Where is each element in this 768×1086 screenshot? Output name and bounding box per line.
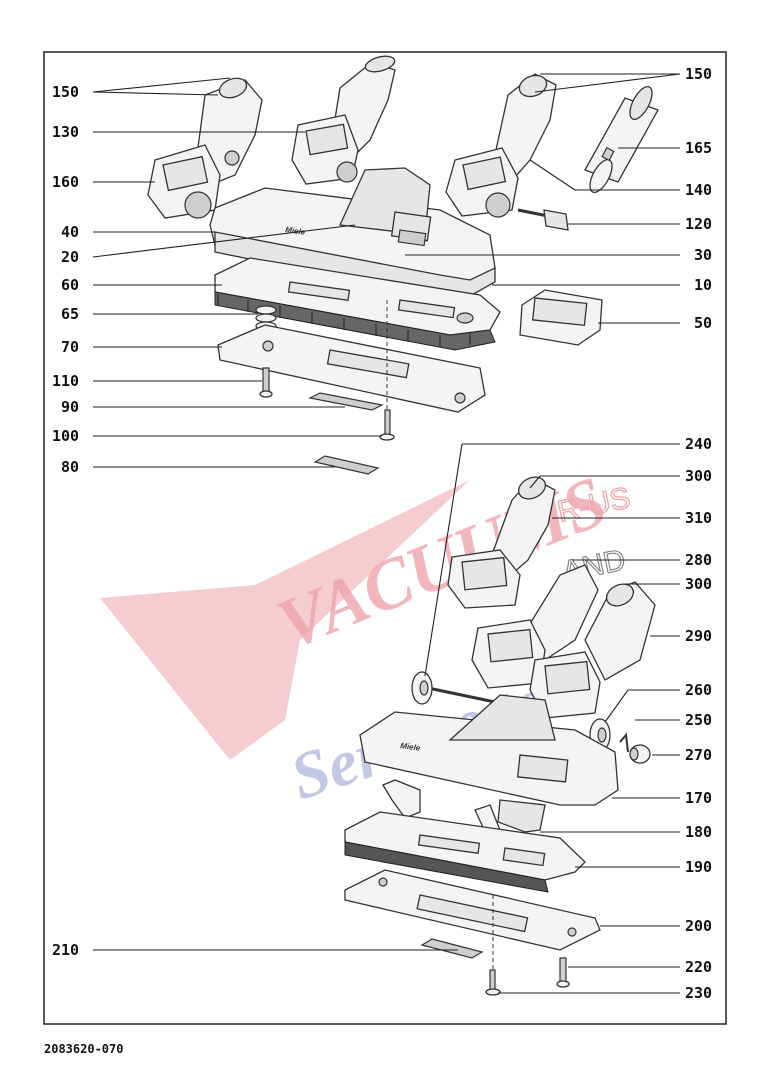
label-120: 120 <box>685 215 712 233</box>
part-110-screw <box>259 367 273 398</box>
part-290-neck-joint-lower <box>529 581 656 719</box>
label-270: 270 <box>685 746 712 764</box>
label-50: 50 <box>694 314 712 332</box>
part-170-housing: Miele <box>359 694 619 806</box>
label-300-lower: 300 <box>685 575 712 593</box>
label-10: 10 <box>694 276 712 294</box>
part-250-clip <box>619 732 629 753</box>
part-280-neck-joint-middle <box>471 564 599 689</box>
label-180: 180 <box>685 823 712 841</box>
label-90: 90 <box>61 398 79 416</box>
label-30: 30 <box>694 246 712 264</box>
part-100-screw <box>379 409 395 441</box>
label-20: 20 <box>61 248 79 266</box>
label-65: 65 <box>61 305 79 323</box>
label-210: 210 <box>52 941 79 959</box>
part-240-axle <box>411 671 496 705</box>
part-190-sole-plate <box>344 811 586 893</box>
part-70-lower-plate <box>217 324 486 413</box>
label-230: 230 <box>685 984 712 1002</box>
label-240: 240 <box>685 435 712 453</box>
part-140-neck-joint-right <box>445 73 557 218</box>
part-labels: 150 130 160 40 20 60 65 70 110 90 100 80… <box>52 65 712 1002</box>
label-40: 40 <box>61 223 79 241</box>
part-90-strip <box>308 392 384 411</box>
label-130: 130 <box>52 123 79 141</box>
label-290: 290 <box>685 627 712 645</box>
diagram-frame <box>43 51 727 1025</box>
label-190: 190 <box>685 858 712 876</box>
part-50-bracket <box>519 289 603 346</box>
watermark-red-swoosh <box>100 480 470 760</box>
label-165: 165 <box>685 139 712 157</box>
svg-text:Miele: Miele <box>400 741 422 753</box>
part-40-upper-housing: Miele <box>209 167 496 299</box>
label-310: 310 <box>685 509 712 527</box>
label-150-left: 150 <box>52 83 79 101</box>
label-110: 110 <box>52 372 79 390</box>
label-300-upper: 300 <box>685 467 712 485</box>
part-310-neck-joint-upper <box>447 476 556 609</box>
part-60-bristle-strip <box>214 291 496 351</box>
label-170: 170 <box>685 789 712 807</box>
part-120-axle-pin <box>517 208 569 231</box>
part-165-tube <box>584 86 659 193</box>
label-250: 250 <box>685 711 712 729</box>
drawing-number: 2083620-070 <box>44 1042 124 1056</box>
part-10-base-plate <box>214 257 501 336</box>
label-80: 80 <box>61 458 79 476</box>
label-60: 60 <box>61 276 79 294</box>
leader-lines <box>92 73 681 994</box>
part-230-screw <box>485 969 501 996</box>
label-70: 70 <box>61 338 79 356</box>
label-100: 100 <box>52 427 79 445</box>
part-260-wheel <box>589 718 611 752</box>
label-140: 140 <box>685 181 712 199</box>
part-210-strip <box>420 938 484 959</box>
part-130-neck-joint-middle <box>291 55 396 185</box>
label-160: 160 <box>52 173 79 191</box>
label-150-right: 150 <box>685 65 712 83</box>
part-200-bottom-plate <box>344 869 601 951</box>
part-80-strip <box>313 455 380 475</box>
label-280: 280 <box>685 551 712 569</box>
part-220-screw <box>556 957 570 988</box>
svg-text:Miele: Miele <box>285 225 307 237</box>
label-220: 220 <box>685 958 712 976</box>
label-260: 260 <box>685 681 712 699</box>
label-200: 200 <box>685 917 712 935</box>
part-270-cap <box>629 744 651 764</box>
